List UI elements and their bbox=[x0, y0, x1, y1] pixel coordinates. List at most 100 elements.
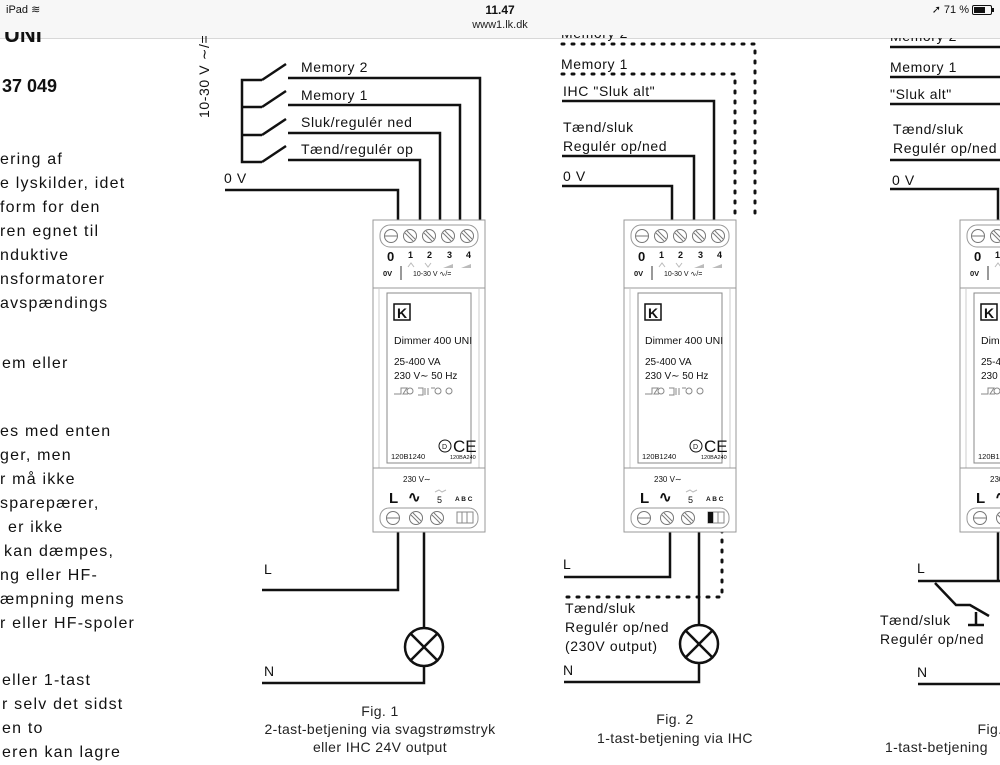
bottom-voltage: 230 V∼ bbox=[990, 475, 1000, 484]
brand-logo-letter: K bbox=[397, 305, 407, 321]
fig2-label-ihc: IHC "Sluk alt" bbox=[563, 83, 655, 99]
fig3-label-reguler: Regulér op/ned bbox=[893, 140, 997, 156]
cert-number: 120BA240 bbox=[701, 455, 727, 461]
fig1-supply-bus bbox=[242, 80, 262, 162]
device-power: 25-400 VA bbox=[394, 357, 441, 368]
screw-terminal-icon bbox=[410, 512, 423, 525]
fig2-wire-0v bbox=[562, 186, 672, 222]
zero-v-label: 0V bbox=[383, 269, 392, 278]
device-mains: 230 V∼ 50 Hz bbox=[394, 371, 457, 382]
fig1-label-taend: Tænd/regulér op bbox=[301, 141, 414, 157]
fig1-supply-label: 10-30 V ∼/= bbox=[196, 35, 213, 118]
fig2-output-label-3: (230V output) bbox=[565, 638, 658, 654]
fig1-wire-N bbox=[262, 666, 424, 683]
zero-v-label: 0V bbox=[634, 269, 643, 278]
fig3-label-N: N bbox=[917, 664, 928, 680]
fig2-label-0v: 0 V bbox=[563, 168, 586, 184]
terminal-number: 1 bbox=[659, 250, 664, 260]
fig3-label-taend: Tænd/sluk bbox=[893, 121, 964, 137]
fig3-label-L: L bbox=[917, 560, 925, 576]
terminal-number: 0 bbox=[387, 249, 394, 264]
article-number: 120B1240 bbox=[391, 452, 425, 461]
fig2-wire-taend bbox=[562, 156, 694, 222]
screw-terminal-icon bbox=[674, 230, 687, 243]
fig1-caption-line2: eller IHC 24V output bbox=[230, 739, 530, 755]
fig1-label-0v: 0 V bbox=[224, 170, 247, 186]
screw-terminal-icon bbox=[693, 230, 706, 243]
fig1-caption-title: Fig. 1 bbox=[230, 703, 530, 719]
terminal-L: L bbox=[976, 490, 985, 507]
abc-label: A B C bbox=[706, 496, 724, 503]
screw-terminal-icon bbox=[431, 512, 444, 525]
bottom-voltage: 230 V∼ bbox=[403, 475, 431, 484]
device-model: Dimmer 400 UNI bbox=[981, 335, 1000, 347]
fig3-switch-label-1: Tænd/sluk bbox=[880, 612, 951, 628]
screw-terminal-icon bbox=[461, 230, 474, 243]
device-model: Dimmer 400 UNI bbox=[394, 335, 472, 347]
screw-terminal-icon bbox=[682, 512, 695, 525]
abc-jumper-icon bbox=[457, 512, 473, 523]
terminal-5: 5 bbox=[437, 495, 442, 505]
fig3-switch-label-2: Regulér op/ned bbox=[880, 631, 984, 647]
screw-terminal-icon bbox=[423, 230, 436, 243]
fig2-label-taend: Tænd/sluk bbox=[563, 119, 634, 135]
zero-v-label: 0V bbox=[970, 269, 979, 278]
device-mains: 230 V∼ 50 Hz bbox=[981, 371, 1000, 382]
fig3-wire-0v bbox=[890, 189, 998, 222]
terminal-number: 0 bbox=[974, 249, 981, 264]
terminal-L: L bbox=[640, 490, 649, 507]
fig2-caption-title: Fig. 2 bbox=[540, 711, 810, 727]
fig2-caption-line1: 1-tast-betjening via IHC bbox=[540, 730, 810, 746]
fig1-label-memory2: Memory 2 bbox=[301, 59, 368, 75]
fig1-wire-0v bbox=[225, 190, 398, 222]
terminal-load: ∿ bbox=[995, 489, 1000, 506]
terminal-number: 4 bbox=[717, 250, 722, 260]
fig2-label-memory1: Memory 1 bbox=[561, 56, 628, 72]
device-power: 25-400 VA bbox=[981, 357, 1000, 368]
fig3-caption-line1: 1-tast-betjening bbox=[885, 739, 1000, 755]
fig3-label-sluk-alt: "Sluk alt" bbox=[890, 86, 952, 102]
device-mains: 230 V∼ 50 Hz bbox=[645, 371, 708, 382]
terminal-number: 2 bbox=[678, 250, 683, 260]
brand-logo-letter: K bbox=[648, 305, 658, 321]
fig2-output-label-2: Regulér op/ned bbox=[565, 619, 669, 635]
input-voltage-label: 10-30 V ∿/= bbox=[413, 271, 451, 278]
fig1-switch bbox=[262, 64, 286, 80]
abc-label: A B C bbox=[455, 496, 473, 503]
fig1-caption-line1: 2-tast-betjening via svagstrømstryk bbox=[230, 721, 530, 737]
terminal-number: 3 bbox=[447, 250, 452, 260]
device-power: 25-400 VA bbox=[645, 357, 692, 368]
fig1-switch bbox=[262, 146, 286, 162]
terminal-load: ∿ bbox=[408, 489, 421, 506]
terminal-number: 1 bbox=[408, 250, 413, 260]
fig1-label-L: L bbox=[264, 561, 272, 577]
cert-number: 120BA240 bbox=[450, 455, 476, 461]
fig3-label-memory1: Memory 1 bbox=[890, 59, 957, 75]
fig3-label-0v: 0 V bbox=[892, 172, 915, 188]
fig1-label-memory1: Memory 1 bbox=[301, 87, 368, 103]
screw-terminal-icon bbox=[442, 230, 455, 243]
input-voltage-label: 10-30 V ∿/= bbox=[664, 271, 702, 278]
d-mark-letter: D bbox=[693, 444, 698, 451]
screw-terminal-icon bbox=[661, 512, 674, 525]
terminal-L: L bbox=[389, 490, 398, 507]
d-mark-letter: D bbox=[442, 444, 447, 451]
terminal-number: 2 bbox=[427, 250, 432, 260]
fig2-wire-L bbox=[564, 528, 670, 577]
terminal-number: 3 bbox=[698, 250, 703, 260]
brand-logo-letter: K bbox=[984, 305, 994, 321]
fig1-switch bbox=[262, 91, 286, 107]
fig2-wire-N bbox=[564, 664, 699, 682]
fig1-switch bbox=[262, 119, 286, 135]
fig1-label-sluk: Sluk/regulér ned bbox=[301, 114, 413, 130]
screw-terminal-icon bbox=[712, 230, 725, 243]
fig1-label-N: N bbox=[264, 663, 275, 679]
device-model: Dimmer 400 UNI bbox=[645, 335, 723, 347]
fig2-label-N: N bbox=[563, 662, 574, 678]
terminal-5: 5 bbox=[688, 495, 693, 505]
fig1-wire-L bbox=[262, 530, 398, 590]
